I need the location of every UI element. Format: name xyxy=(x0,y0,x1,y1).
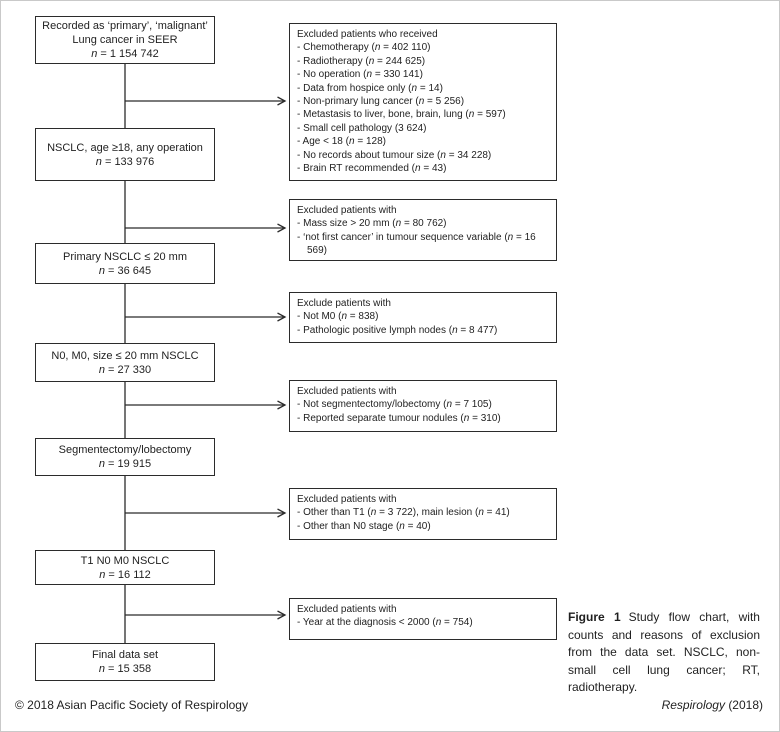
exclusion-item: - Small cell pathology (3 624) xyxy=(297,122,427,134)
exclusion-item: - Age < 18 (n = 128) xyxy=(297,136,386,148)
exclusion-item: - Other than N0 stage (n = 40) xyxy=(297,520,431,532)
flow-box-t1-n0-m0: T1 N0 M0 NSCLC n = 16 112 xyxy=(35,550,215,585)
exclusion-item: - Brain RT recommended (n = 43) xyxy=(297,163,447,175)
journal-year: (2018) xyxy=(728,698,763,712)
flow-box-seer: Recorded as ‘primary’, ‘malignant’ Lung … xyxy=(35,16,215,64)
exclusion-item: - Data from hospice only (n = 14) xyxy=(297,82,443,94)
flow-box-primary-nsclc: Primary NSCLC ≤ 20 mm n = 36 645 xyxy=(35,243,215,284)
copyright-notice: © 2018 Asian Pacific Society of Respirol… xyxy=(15,698,248,712)
exclusion-item: - Metastasis to liver, bone, brain, lung… xyxy=(297,109,506,121)
journal-reference: Respirology (2018) xyxy=(662,698,763,712)
exclusion-item: - No operation (n = 330 141) xyxy=(297,69,423,81)
exclusion-item: - Mass size > 20 mm (n = 80 762) xyxy=(297,218,447,230)
exclusion-item: - Non-primary lung cancer (n = 5 256) xyxy=(297,96,465,108)
exclusion-item: - Not segmentectomy/lobectomy (n = 7 105… xyxy=(297,399,492,411)
exclusion-box-2: Excluded patients with - Mass size > 20 … xyxy=(289,199,557,261)
box-count: n = 36 645 xyxy=(98,264,152,277)
exclusion-item: - Pathologic positive lymph nodes (n = 8… xyxy=(297,324,498,336)
exclusion-header: Excluded patients who received xyxy=(297,29,438,40)
exclusion-box-4: Excluded patients with - Not segmentecto… xyxy=(289,380,557,432)
flow-box-segmentectomy: Segmentectomy/lobectomy n = 19 915 xyxy=(35,438,215,476)
exclusion-box-1: Excluded patients who received - Chemoth… xyxy=(289,23,557,181)
box-label: NSCLC, age ≥18, any operation xyxy=(47,141,203,154)
box-label: N0, M0, size ≤ 20 mm NSCLC xyxy=(51,349,199,362)
box-count: n = 1 154 742 xyxy=(91,48,159,60)
flow-box-final-dataset: Final data set n = 15 358 xyxy=(35,643,215,681)
box-count: n = 27 330 xyxy=(98,363,152,376)
box-label: Segmentectomy/lobectomy xyxy=(58,444,192,456)
exclusion-item: - Chemotherapy (n = 402 110) xyxy=(297,42,431,54)
box-count: n = 133 976 xyxy=(95,155,155,168)
figure-caption-label: Figure 1 xyxy=(568,610,621,624)
exclusion-box-6: Excluded patients with - Year at the dia… xyxy=(289,598,557,640)
exclusion-header: Excluded patients with xyxy=(297,494,397,505)
box-count: n = 15 358 xyxy=(98,663,152,675)
figure-caption-text: Study flow chart, with counts and reason… xyxy=(568,610,760,695)
journal-name: Respirology xyxy=(661,698,725,712)
box-label: Primary NSCLC ≤ 20 mm xyxy=(63,250,187,263)
exclusion-header: Excluded patients with xyxy=(297,205,397,216)
exclusion-item: - No records about tumour size (n = 34 2… xyxy=(297,149,492,161)
flow-box-nsclc-any-operation: NSCLC, age ≥18, any operation n = 133 97… xyxy=(35,128,215,181)
exclusion-item: - ‘not first cancer’ in tumour sequence … xyxy=(297,231,536,257)
exclusion-item: - Other than T1 (n = 3 722), main lesion… xyxy=(297,507,510,519)
box-label: T1 N0 M0 NSCLC xyxy=(80,554,170,567)
exclusion-item: - Radiotherapy (n = 244 625) xyxy=(297,55,426,67)
box-count: n = 16 112 xyxy=(99,568,151,581)
flow-box-n0-m0: N0, M0, size ≤ 20 mm NSCLC n = 27 330 xyxy=(35,343,215,382)
exclusion-item: - Not M0 (n = 838) xyxy=(297,311,379,323)
box-count: n = 19 915 xyxy=(98,458,152,470)
exclusion-header: Excluded patients with xyxy=(297,604,397,615)
exclusion-header: Exclude patients with xyxy=(297,298,391,309)
exclusion-item: - Reported separate tumour nodules (n = … xyxy=(297,412,501,424)
box-label: Final data set xyxy=(91,649,159,661)
exclusion-item: - Year at the diagnosis < 2000 (n = 754) xyxy=(297,617,473,629)
exclusion-header: Excluded patients with xyxy=(297,386,397,397)
exclusion-box-3: Exclude patients with - Not M0 (n = 838)… xyxy=(289,292,557,343)
box-label: Recorded as ‘primary’, ‘malignant’ Lung … xyxy=(42,20,208,46)
exclusion-box-5: Excluded patients with - Other than T1 (… xyxy=(289,488,557,540)
